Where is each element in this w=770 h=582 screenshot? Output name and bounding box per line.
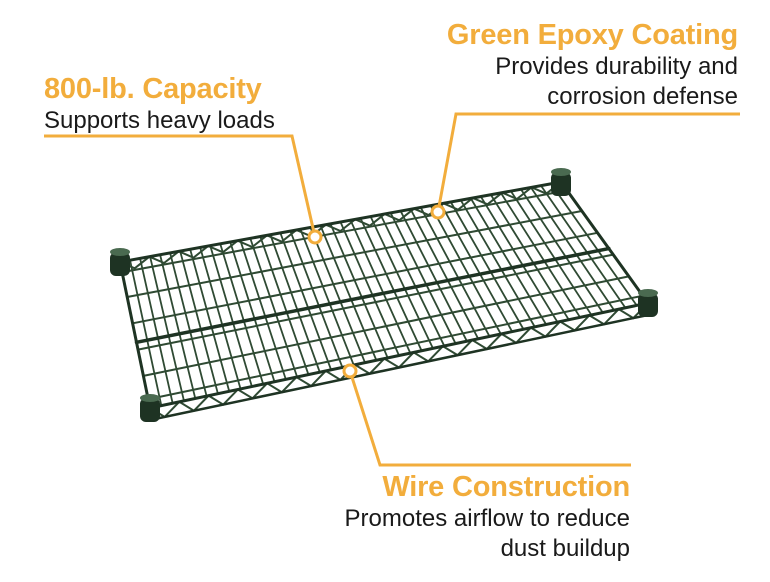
shelf-support-bar (134, 246, 611, 345)
capacity-subtitle: Supports heavy loads (44, 107, 275, 134)
shelf-long-wire (142, 275, 630, 377)
wire-callout: Wire Construction Promotes airflow to re… (340, 470, 631, 564)
shelf-wire (139, 257, 174, 405)
shelf-frame-left (118, 260, 152, 410)
epoxy-callout: Green Epoxy Coating Provides durability … (447, 18, 738, 112)
epoxy-title: Green Epoxy Coating (446, 19, 738, 51)
shelf-wire (299, 228, 355, 366)
shelf-wire (530, 186, 615, 312)
shelf-wire (349, 219, 412, 355)
shelf-wire (309, 226, 366, 364)
shelf-wire (159, 253, 197, 400)
shelf-wire (550, 182, 638, 307)
shelf-long-wire (121, 189, 569, 274)
corner-sleeve-top (551, 168, 571, 176)
shelf-wire (439, 202, 514, 333)
shelf-frame-right (559, 180, 650, 305)
shelf-wire (389, 212, 457, 345)
shelf-back-truss (119, 181, 562, 270)
wire-shelf-image (110, 168, 658, 422)
shelf-wire (189, 248, 231, 393)
corner-sleeve-top (110, 248, 130, 256)
capacity-title: 800-lb. Capacity (44, 73, 262, 105)
wire-marker (342, 363, 358, 379)
shelf-wire (289, 230, 344, 369)
shelf-wire (129, 259, 163, 407)
shelf-wire (520, 188, 604, 314)
corner-sleeve (638, 293, 658, 317)
shelf-wire (509, 190, 593, 316)
corner-sleeve (551, 172, 571, 196)
shelf-wire (449, 201, 525, 331)
shelf-wire (259, 235, 310, 376)
shelf-wire (369, 215, 434, 350)
corner-sleeve-top (140, 394, 160, 402)
shelf-long-wire (131, 231, 599, 325)
shelf-long-wire (147, 294, 644, 401)
shelf-wire (339, 221, 400, 357)
shelf-wire (379, 213, 446, 347)
shelf-wire (409, 208, 480, 340)
corner-sleeve-top (638, 289, 658, 297)
shelf-wire (209, 244, 253, 388)
epoxy-marker (430, 204, 446, 220)
shelf-wire (419, 206, 491, 338)
shelf-wire (459, 199, 536, 328)
callout-leader-lines (44, 112, 740, 467)
shelf-frame-front-low (148, 313, 650, 422)
shelf-wire (329, 222, 389, 359)
shelf-wire (269, 233, 321, 374)
shelf-wire (199, 246, 242, 390)
wire-leader-line (348, 370, 631, 467)
shelf-wire (489, 193, 570, 321)
capacity-callout: 800-lb. Capacity Supports heavy loads (44, 72, 275, 136)
shelf-wire (219, 242, 265, 386)
epoxy-subtitle: Provides durability and corrosion defens… (495, 53, 738, 110)
shelf-wire (169, 252, 208, 397)
shelf-wire (229, 241, 276, 383)
wire-title: Wire Construction (382, 471, 630, 503)
shelf-wire (359, 217, 423, 352)
shelf-wire (429, 204, 502, 335)
shelf-wire (479, 195, 559, 323)
shelf-long-wire (137, 253, 615, 351)
shelf-wire (239, 239, 287, 381)
shelf-wire (279, 232, 332, 371)
shelf-wire (469, 197, 548, 326)
shelf-frame-back (118, 180, 563, 264)
corner-sleeve (110, 252, 130, 276)
shelf-frame-front (148, 301, 650, 410)
shelf-wire (499, 192, 581, 319)
shelf-wire (319, 224, 378, 362)
shelf-wire (399, 210, 468, 343)
wire-subtitle: Promotes airflow to reduce dust buildup (344, 505, 630, 562)
shelf-wire (149, 255, 185, 402)
shelf-long-wire (126, 210, 583, 299)
shelf-wire (249, 237, 299, 378)
capacity-leader-line (44, 134, 317, 238)
corner-sleeve (140, 398, 160, 422)
epoxy-leader-line (436, 112, 740, 213)
capacity-marker (307, 229, 323, 245)
shelf-wire (540, 184, 627, 309)
shelf-wire (179, 250, 219, 395)
